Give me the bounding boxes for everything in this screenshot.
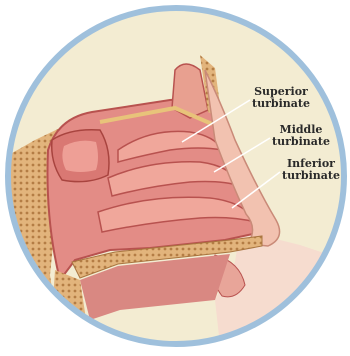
superior-turbinate-label-line2: turbinate [252, 98, 310, 110]
inferior-turbinate-label: Inferior turbinate [282, 158, 340, 182]
superior-turbinate-label: Superior turbinate [252, 86, 310, 110]
middle-turbinate-label-line2: turbinate [272, 136, 330, 148]
sphenoid-sinus-inner [62, 141, 98, 172]
middle-turbinate-label: Middle turbinate [272, 124, 330, 148]
inferior-turbinate-label-line2: turbinate [282, 170, 340, 182]
